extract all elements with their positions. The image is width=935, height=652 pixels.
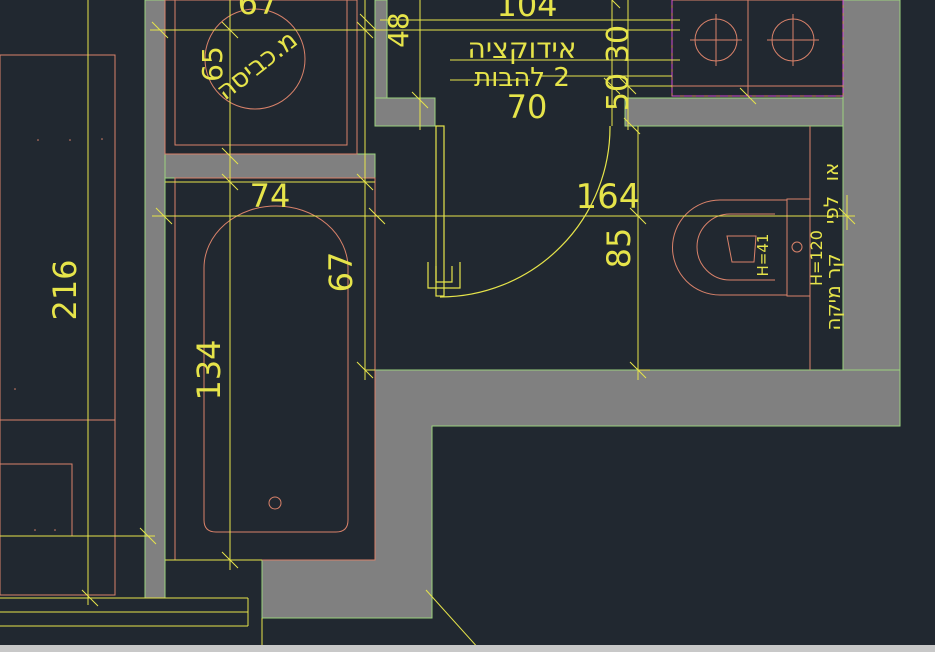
walls	[144, 0, 901, 619]
label-cabinet-3: קר מיקה	[821, 253, 845, 330]
dim-hob-side-b: 50	[601, 73, 636, 111]
label-induction-2: 2 להבות	[474, 63, 570, 93]
door	[427, 125, 611, 298]
door-handle	[427, 262, 461, 289]
dim-washer-top: 67	[238, 0, 279, 22]
burner-left	[690, 14, 742, 66]
toilet-flush-button	[791, 241, 803, 253]
cabinet-left-tall	[0, 54, 116, 596]
bathtub-basin	[203, 205, 349, 533]
bathtub	[174, 177, 376, 561]
wall-washer-bottom	[164, 153, 376, 179]
washer-drum	[204, 8, 306, 110]
wall-lower-l	[261, 369, 901, 619]
toilet-cistern	[786, 198, 811, 297]
cooktop	[671, 0, 844, 97]
door-swing-arc	[439, 125, 611, 298]
dim-hob-width: 70	[507, 88, 548, 126]
label-cabinet-2: לפי	[819, 196, 843, 224]
wall-hob-left	[374, 97, 436, 127]
cooktop-outline	[671, 0, 844, 97]
label-toilet-height: H=41	[754, 234, 772, 277]
washer	[164, 0, 358, 155]
dim-hob-top: 104	[496, 0, 557, 24]
washer-cabinet-outer	[164, 0, 358, 155]
wall-left-vertical	[144, 0, 166, 599]
left-cabinets	[0, 54, 116, 596]
bathtub-drain	[268, 496, 282, 510]
dim-bath-width: 67	[322, 252, 360, 293]
dim-bath-top: 74	[250, 177, 291, 215]
dim-room-width: 164	[576, 177, 641, 217]
dimension-labels: 67 65 48 104 70 30 50 74 67 134 164 85 2…	[46, 0, 640, 401]
label-cabinet-1: או	[819, 163, 843, 182]
dim-left-height: 216	[46, 259, 84, 320]
burner-right	[767, 14, 819, 66]
washer-cabinet-inner	[174, 0, 348, 146]
toilet-area	[672, 126, 811, 370]
dim-washer-side: 65	[196, 46, 229, 82]
dim-bath-length: 134	[190, 339, 228, 400]
wall-hob-right	[624, 97, 844, 127]
status-strip	[0, 645, 935, 652]
toilet-lid	[726, 235, 757, 263]
cabinet-left-drawer	[0, 463, 73, 537]
bathtub-enclosure	[174, 177, 376, 561]
label-sink-height: H=120	[807, 230, 826, 286]
dim-room-depth: 85	[600, 228, 638, 269]
dimension-lines	[0, 0, 856, 645]
floor-plan: 67 65 48 104 70 30 50 74 67 134 164 85 2…	[0, 0, 901, 645]
wall-right-vertical	[842, 0, 901, 371]
toilet-bowl	[672, 199, 787, 296]
dim-wall-48: 48	[382, 12, 415, 48]
speckle-dots	[14, 138, 103, 531]
dim-hob-side-a: 30	[601, 25, 636, 63]
door-leaf	[435, 125, 445, 297]
label-induction-1: אידוקציה	[468, 32, 577, 65]
